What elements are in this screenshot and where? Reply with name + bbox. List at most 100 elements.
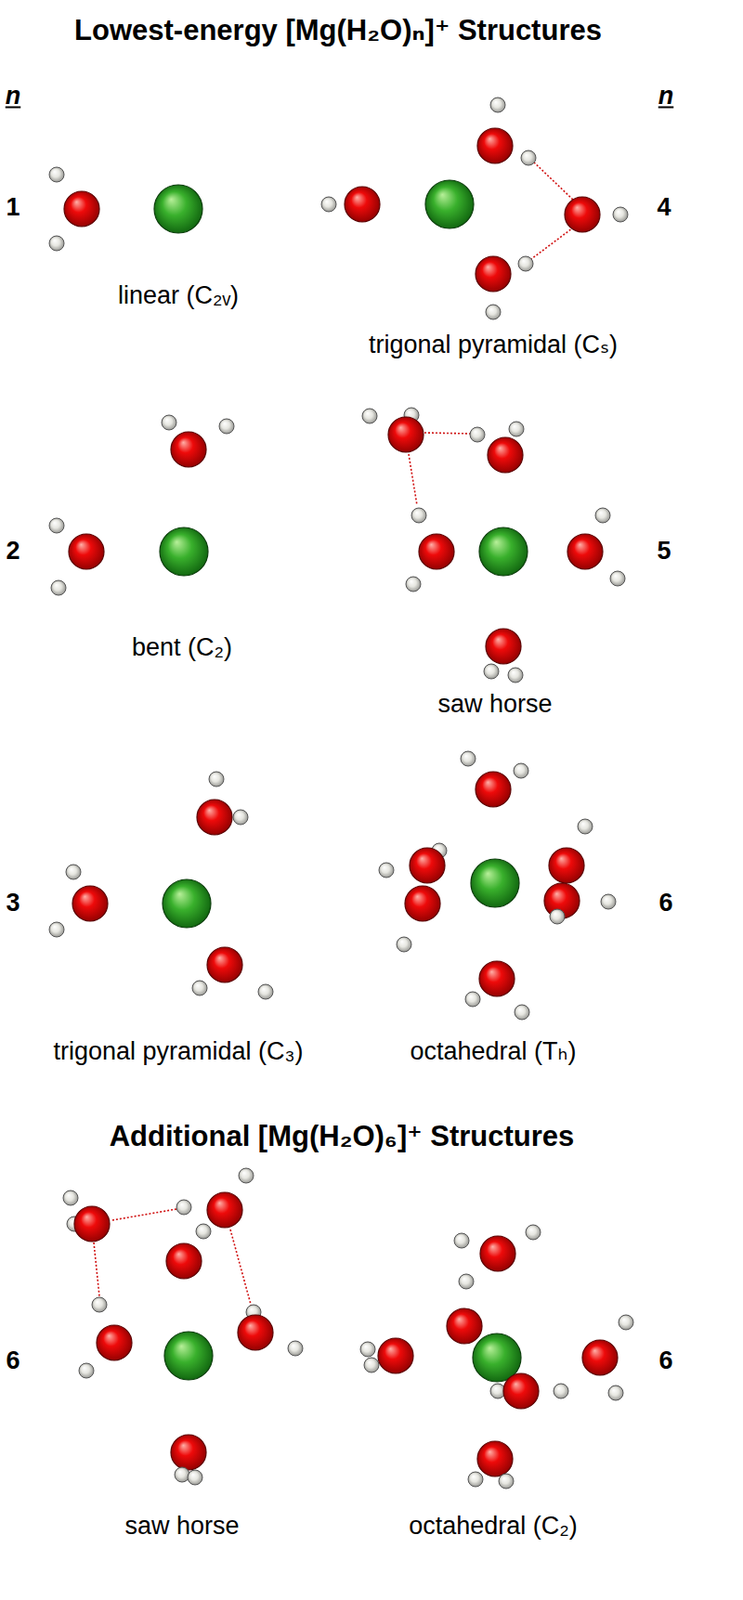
magnesium-atom: [470, 859, 520, 908]
cluster-size: 6: [658, 1346, 673, 1376]
magnesium-atom: [164, 1331, 213, 1381]
hydrogen-atom: [513, 763, 529, 779]
section-heading: Additional [Mg(H₂O)₆]⁺ Structures: [109, 1120, 575, 1154]
hydrogen-atom: [553, 1383, 569, 1399]
hydrogen-atom: [219, 418, 235, 434]
magnesium-atom: [154, 184, 203, 234]
hydrogen-atom: [508, 421, 524, 437]
oxygen-atom: [388, 417, 424, 453]
oxygen-atom: [480, 1236, 516, 1272]
hydrogen-bond: [527, 228, 573, 262]
oxygen-atom: [74, 1206, 110, 1242]
cluster-size: 5: [656, 536, 671, 566]
oxygen-atom: [96, 1325, 132, 1361]
structure-name: trigonal pyramidal (Cₛ): [368, 330, 618, 360]
structure-name: octahedral (Tₕ): [410, 1037, 577, 1067]
oxygen-atom: [207, 947, 243, 983]
hydrogen-atom: [508, 667, 523, 683]
structure-name: octahedral (C₂): [408, 1512, 578, 1541]
hydrogen-atom: [465, 991, 481, 1007]
hydrogen-bond: [230, 1229, 253, 1312]
hydrogen-atom: [595, 508, 611, 523]
hydrogen-atom: [238, 1168, 254, 1184]
hydrogen-atom: [49, 922, 65, 938]
hydrogen-atom: [521, 150, 536, 166]
magnesium-atom: [162, 879, 211, 928]
hydrogen-bond: [424, 432, 472, 434]
hydrogen-atom: [518, 256, 534, 272]
oxygen-atom: [582, 1340, 618, 1376]
cluster-structure: [49, 415, 235, 596]
hydrogen-atom: [49, 518, 65, 534]
hydrogen-atom: [608, 1385, 624, 1401]
hydrogen-atom: [549, 909, 565, 925]
structure-name: saw horse: [437, 690, 552, 719]
hydrogen-atom: [525, 1225, 541, 1240]
hydrogen-atom: [514, 1004, 530, 1020]
cluster-size: 3: [5, 888, 20, 918]
magnesium-atom: [479, 527, 528, 576]
hydrogen-atom: [192, 980, 208, 996]
hydrogen-atom: [458, 1274, 474, 1290]
magnesium-atom: [425, 180, 474, 229]
hydrogen-atom: [411, 508, 427, 523]
oxygen-atom: [418, 534, 455, 570]
cluster-size: 4: [656, 193, 671, 222]
cluster-structure: [321, 97, 628, 320]
hydrogen-atom: [174, 1467, 190, 1483]
oxygen-atom: [237, 1315, 274, 1351]
cluster-structure: [49, 167, 203, 251]
hydrogen-atom: [362, 408, 378, 424]
oxygen-atom: [64, 191, 100, 227]
hydrogen-atom: [485, 304, 501, 320]
hydrogen-atom: [233, 809, 248, 825]
hydrogen-atom: [49, 167, 65, 183]
hydrogen-atom: [63, 1190, 79, 1206]
hydrogen-atom: [396, 937, 412, 952]
figure-title: Lowest-energy [Mg(H₂O)ₙ]⁺ Structures: [74, 13, 602, 48]
hydrogen-atom: [176, 1199, 192, 1215]
oxygen-atom: [475, 771, 511, 808]
axis-label: n: [5, 81, 22, 111]
hydrogen-atom: [460, 751, 476, 767]
axis-label: n: [658, 81, 675, 111]
oxygen-atom: [378, 1338, 414, 1374]
structure-name: linear (C₂ᵥ): [117, 281, 239, 311]
oxygen-atom: [170, 431, 207, 468]
hydrogen-atom: [483, 664, 499, 679]
hydrogen-atom: [600, 894, 616, 910]
hydrogen-atom: [618, 1315, 634, 1330]
oxygen-atom: [446, 1308, 483, 1344]
oxygen-atom: [409, 847, 445, 884]
hydrogen-atom: [208, 771, 224, 787]
hydrogen-atom: [78, 1363, 94, 1379]
hydrogen-atom: [378, 862, 394, 878]
hydrogen-atom: [468, 1472, 483, 1487]
hydrogen-atom: [321, 196, 337, 212]
hydrogen-atom: [195, 1224, 211, 1239]
cluster-structure: [362, 407, 626, 683]
hydrogen-bond: [531, 159, 574, 201]
structure-name: bent (C₂): [131, 633, 233, 663]
oxygen-atom: [72, 886, 108, 922]
oxygen-atom: [404, 886, 441, 922]
cluster-structure: [63, 1168, 303, 1486]
structure-name: trigonal pyramidal (C₃): [52, 1037, 303, 1067]
oxygen-atom: [207, 1192, 243, 1228]
hydrogen-atom: [187, 1470, 203, 1486]
hydrogen-atom: [287, 1341, 303, 1356]
cluster-size: 2: [5, 536, 20, 566]
oxygen-atom: [564, 196, 600, 233]
cluster-structure: [360, 1225, 634, 1489]
oxygen-atom: [548, 847, 585, 884]
hydrogen-atom: [360, 1342, 376, 1357]
cluster-structure: [378, 751, 616, 1020]
hydrogen-atom: [405, 576, 421, 592]
hydrogen-atom: [51, 580, 66, 596]
hydrogen-atom: [258, 984, 274, 1000]
oxygen-atom: [477, 128, 513, 164]
cluster-size: 6: [5, 1346, 20, 1376]
oxygen-atom: [485, 628, 522, 665]
